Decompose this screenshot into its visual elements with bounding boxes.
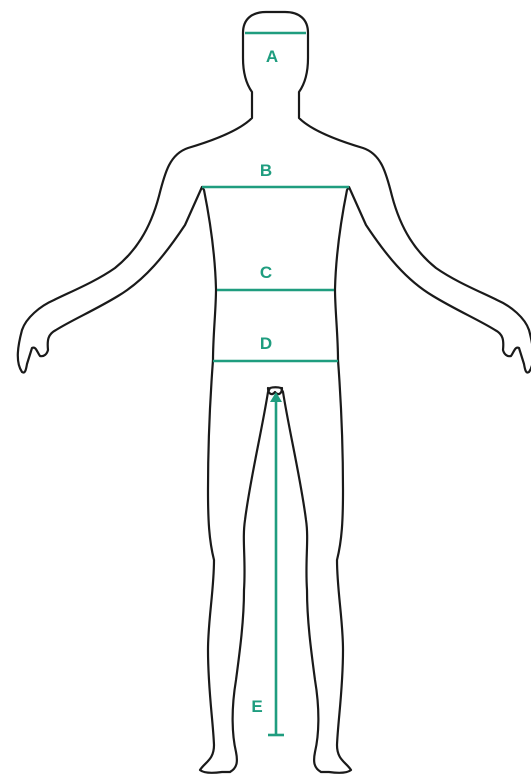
head-label: A: [266, 47, 278, 66]
inseam-label: E: [251, 697, 262, 716]
hips-label: D: [260, 334, 272, 353]
waist-label: C: [260, 263, 272, 282]
chest-label: B: [260, 161, 272, 180]
